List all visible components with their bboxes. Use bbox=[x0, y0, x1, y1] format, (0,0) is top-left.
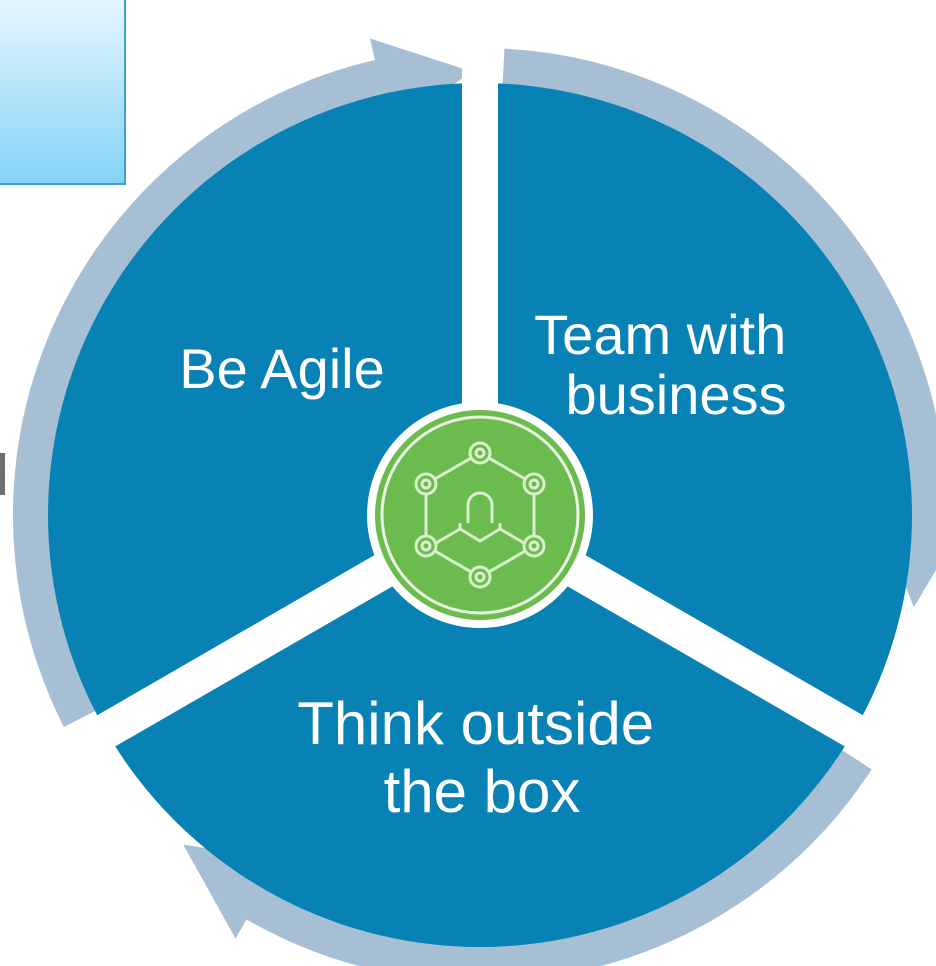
ring-arrow-3 bbox=[13, 38, 473, 728]
left-edge-stub bbox=[0, 453, 5, 495]
ring-arrow-2 bbox=[183, 743, 872, 966]
segment-label-be-agile: Be Agile bbox=[179, 337, 385, 400]
center-badge bbox=[367, 402, 593, 628]
network-user-icon bbox=[414, 441, 546, 589]
segment-label-team-with-business: Team with business bbox=[534, 303, 802, 426]
light-blue-panel bbox=[0, 0, 126, 185]
segment-label-think-outside: Think outside the box bbox=[297, 690, 671, 825]
